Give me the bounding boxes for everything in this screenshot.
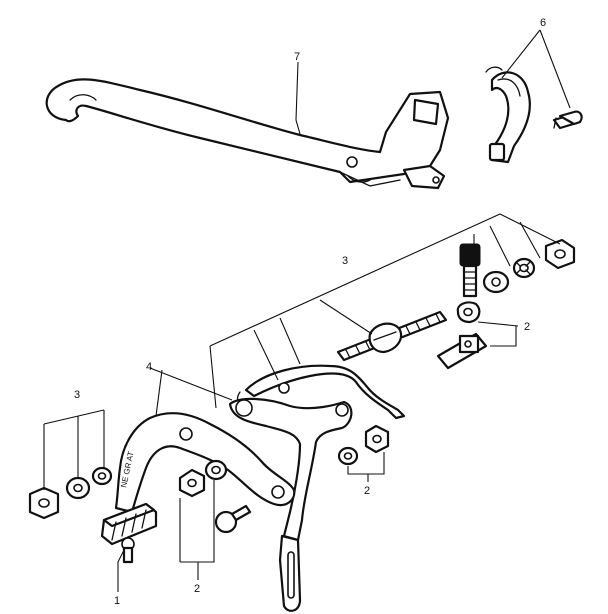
washer-lower (65, 476, 91, 500)
pivot-washer-left (204, 459, 228, 481)
callout-labels: 7 6 3 4 2 3 2 2 1 (74, 17, 546, 607)
callout-4: 4 (146, 361, 152, 373)
callout-1: 1 (114, 595, 120, 607)
callout-2-left: 2 (194, 583, 200, 595)
callout-7: 7 (294, 51, 300, 63)
callout-2-right: 2 (524, 321, 530, 333)
callout-2-center: 2 (364, 485, 370, 497)
cable-anchor-bolt (459, 243, 481, 298)
leader-lines (43, 29, 571, 592)
lock-washer-upper (512, 257, 536, 279)
hex-nut-upper (544, 238, 576, 270)
cable-clamp-bolt (436, 332, 488, 370)
pivot-bolt-threaded (336, 310, 448, 362)
pivot-nut-right (364, 424, 390, 454)
cable-clamp-nut (456, 301, 481, 324)
pivot-washer-right (337, 446, 359, 466)
hex-nut-lower (28, 486, 60, 520)
lock-washer-lower (91, 466, 113, 486)
callout-3-lower: 3 (74, 389, 80, 401)
callout-3-upper: 3 (342, 255, 348, 267)
pivot-pin-left (214, 504, 252, 534)
brake-shoe (100, 502, 158, 564)
washer-upper-1 (482, 270, 510, 294)
brake-lever (45, 78, 450, 190)
caliper-arm-front: NE GR AT (114, 412, 296, 514)
caliper-arm-rear (228, 397, 353, 612)
clamp-screw (552, 110, 583, 130)
pivot-nut-left (178, 468, 206, 498)
return-spring (236, 364, 406, 420)
handlebar-clamp (485, 66, 531, 164)
callout-6: 6 (540, 17, 546, 29)
